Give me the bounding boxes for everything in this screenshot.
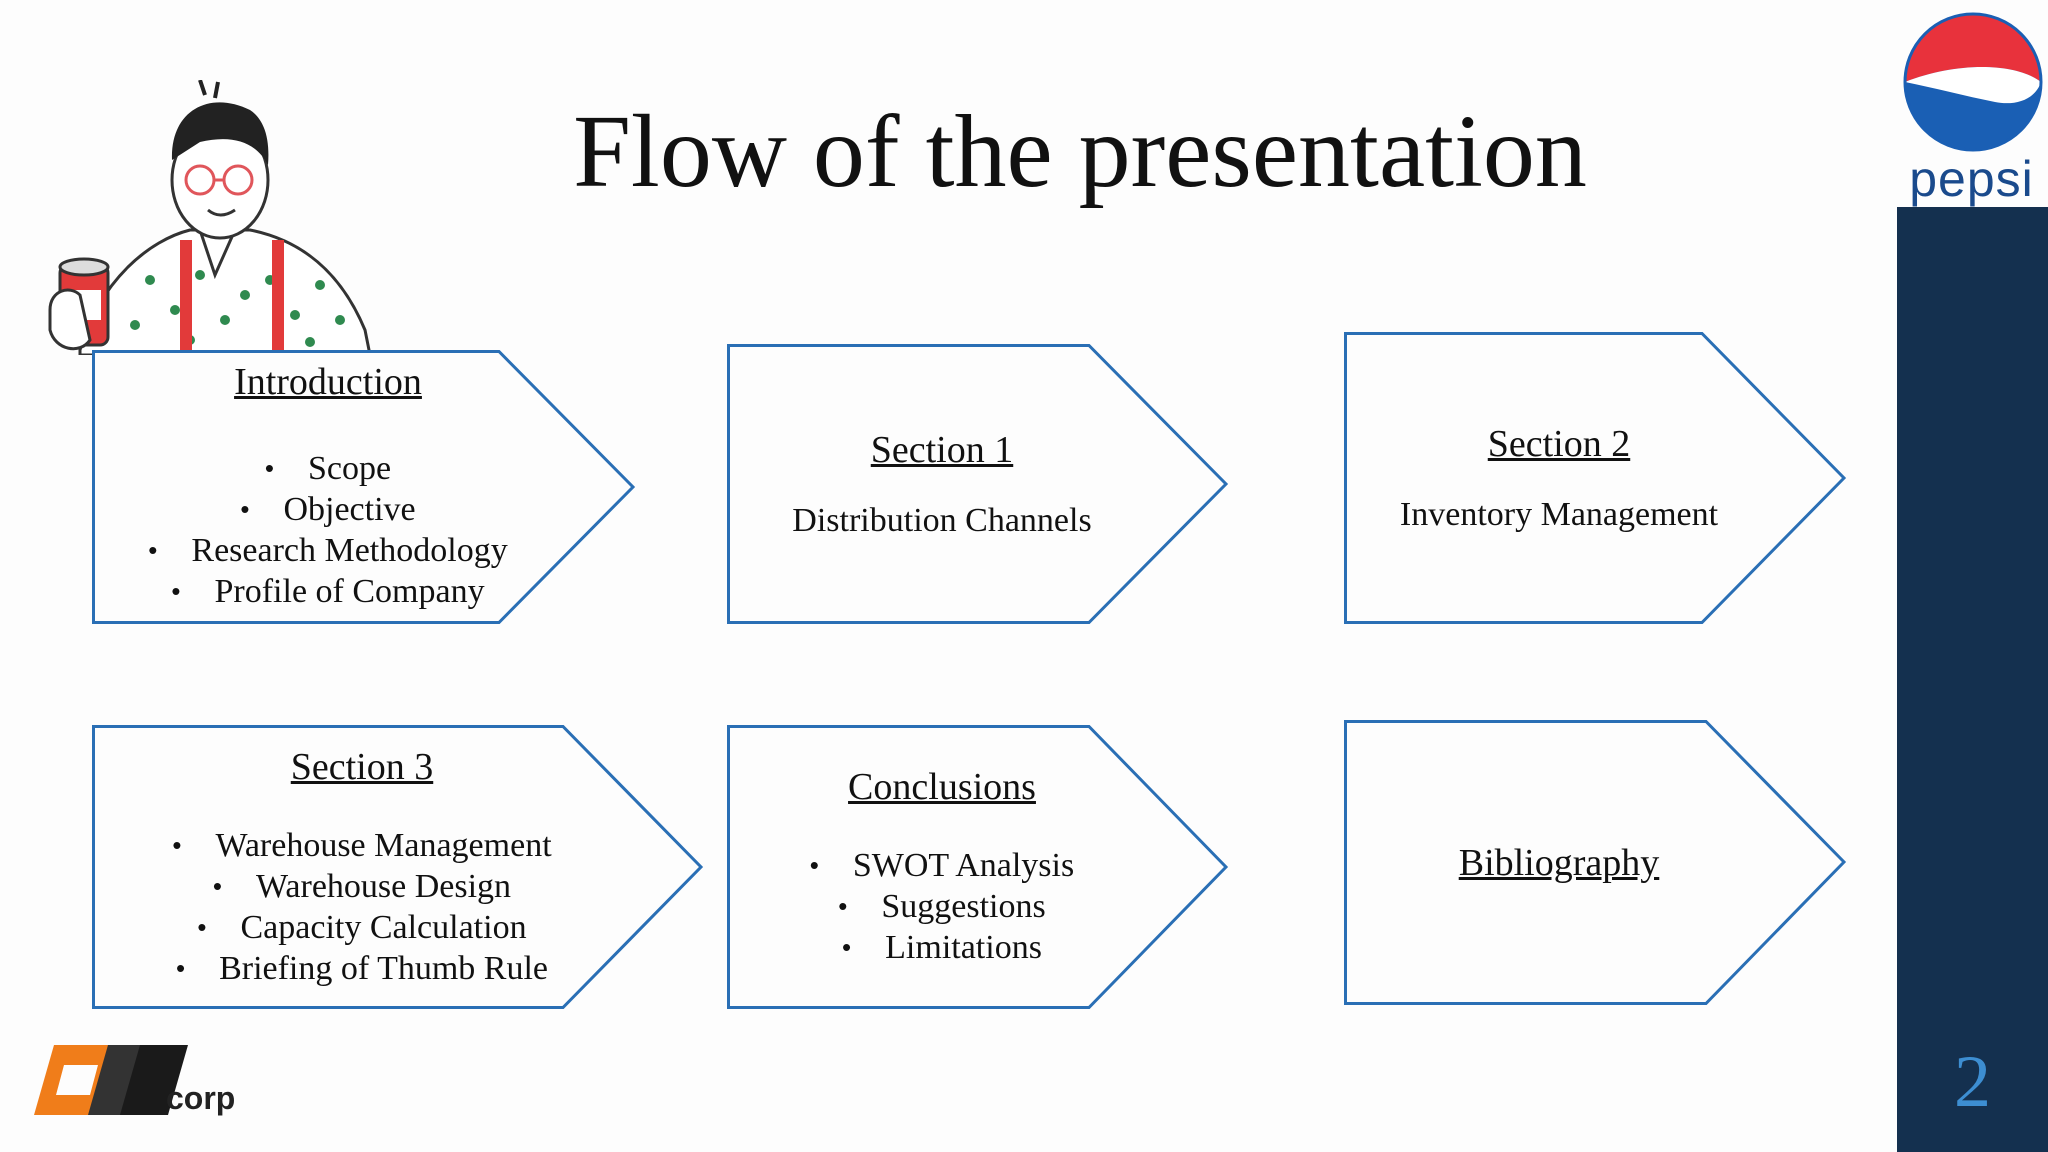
step-list-section-3: Warehouse Management Warehouse Design Ca… bbox=[172, 825, 551, 989]
list-item: Warehouse Management bbox=[172, 825, 551, 866]
slide-title: Flow of the presentation bbox=[573, 94, 1587, 209]
step-heading-section-3: Section 3 bbox=[290, 746, 434, 788]
list-item: Suggestions bbox=[810, 886, 1074, 927]
list-item: Scope bbox=[148, 448, 507, 489]
list-item: Profile of Company bbox=[148, 571, 507, 612]
corp-wordmark: corp bbox=[166, 1080, 236, 1116]
step-list-conclusions: SWOT Analysis Suggestions Limitations bbox=[810, 845, 1074, 968]
list-item: Warehouse Design bbox=[172, 866, 551, 907]
list-item: Research Methodology bbox=[148, 530, 507, 571]
list-item: Briefing of Thumb Rule bbox=[172, 948, 551, 989]
step-list-introduction: Scope Objective Research Methodology Pro… bbox=[148, 448, 507, 612]
mascot-illustration bbox=[40, 79, 400, 357]
step-subtitle-section-1: Distribution Channels bbox=[792, 502, 1092, 539]
flow-step-bibliography: Bibliography bbox=[1344, 720, 1848, 1005]
step-heading-conclusions: Conclusions bbox=[848, 766, 1036, 808]
list-item: Limitations bbox=[810, 927, 1074, 968]
step-heading-section-1: Section 1 bbox=[870, 429, 1014, 471]
corp-logo: corp bbox=[28, 1040, 268, 1145]
flow-step-conclusions: Conclusions SWOT Analysis Suggestions Li… bbox=[727, 725, 1230, 1009]
list-item: Capacity Calculation bbox=[172, 907, 551, 948]
pepsi-wordmark: pepsi bbox=[1909, 151, 2034, 207]
pepsi-logo: pepsi bbox=[1895, 2, 2048, 207]
flow-step-introduction: Introduction Scope Objective Research Me… bbox=[92, 350, 637, 624]
flow-step-section-1: Section 1 Distribution Channels bbox=[727, 344, 1230, 624]
flow-step-section-3: Section 3 Warehouse Management Warehouse… bbox=[92, 725, 705, 1009]
step-heading-bibliography: Bibliography bbox=[1458, 841, 1660, 884]
list-item: SWOT Analysis bbox=[810, 845, 1074, 886]
flow-step-section-2: Section 2 Inventory Management bbox=[1344, 332, 1848, 624]
page-number: 2 bbox=[1954, 1041, 1991, 1123]
list-item: Objective bbox=[148, 489, 507, 530]
side-bar bbox=[1897, 207, 2048, 1152]
step-subtitle-section-2: Inventory Management bbox=[1399, 496, 1719, 533]
step-heading-introduction: Introduction bbox=[234, 361, 422, 403]
step-heading-section-2: Section 2 bbox=[1487, 423, 1631, 465]
